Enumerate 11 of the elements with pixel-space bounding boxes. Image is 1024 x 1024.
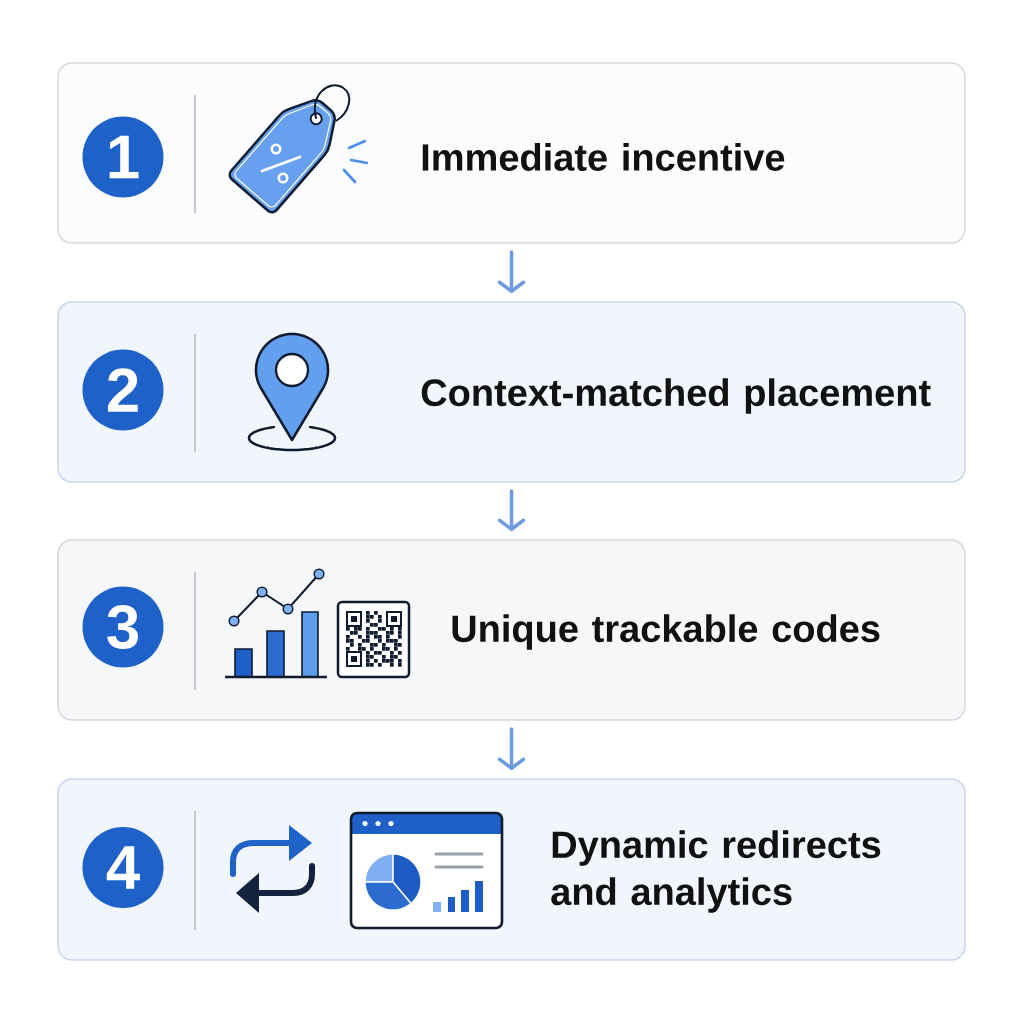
step-title: Context-matched placement <box>421 378 931 414</box>
step-title: Immediate incentive <box>422 143 785 171</box>
number-badge: 2 <box>82 349 164 431</box>
number-badge: 3 <box>82 586 164 668</box>
step-title: Dynamic redirects and analytics <box>551 830 881 913</box>
step-title: Unique trackable codes <box>452 614 880 650</box>
arrow <box>497 489 526 531</box>
arrow <box>497 250 526 293</box>
number-badge: 1 <box>82 116 164 198</box>
arrow <box>497 727 526 770</box>
number-badge: 4 <box>82 827 164 908</box>
